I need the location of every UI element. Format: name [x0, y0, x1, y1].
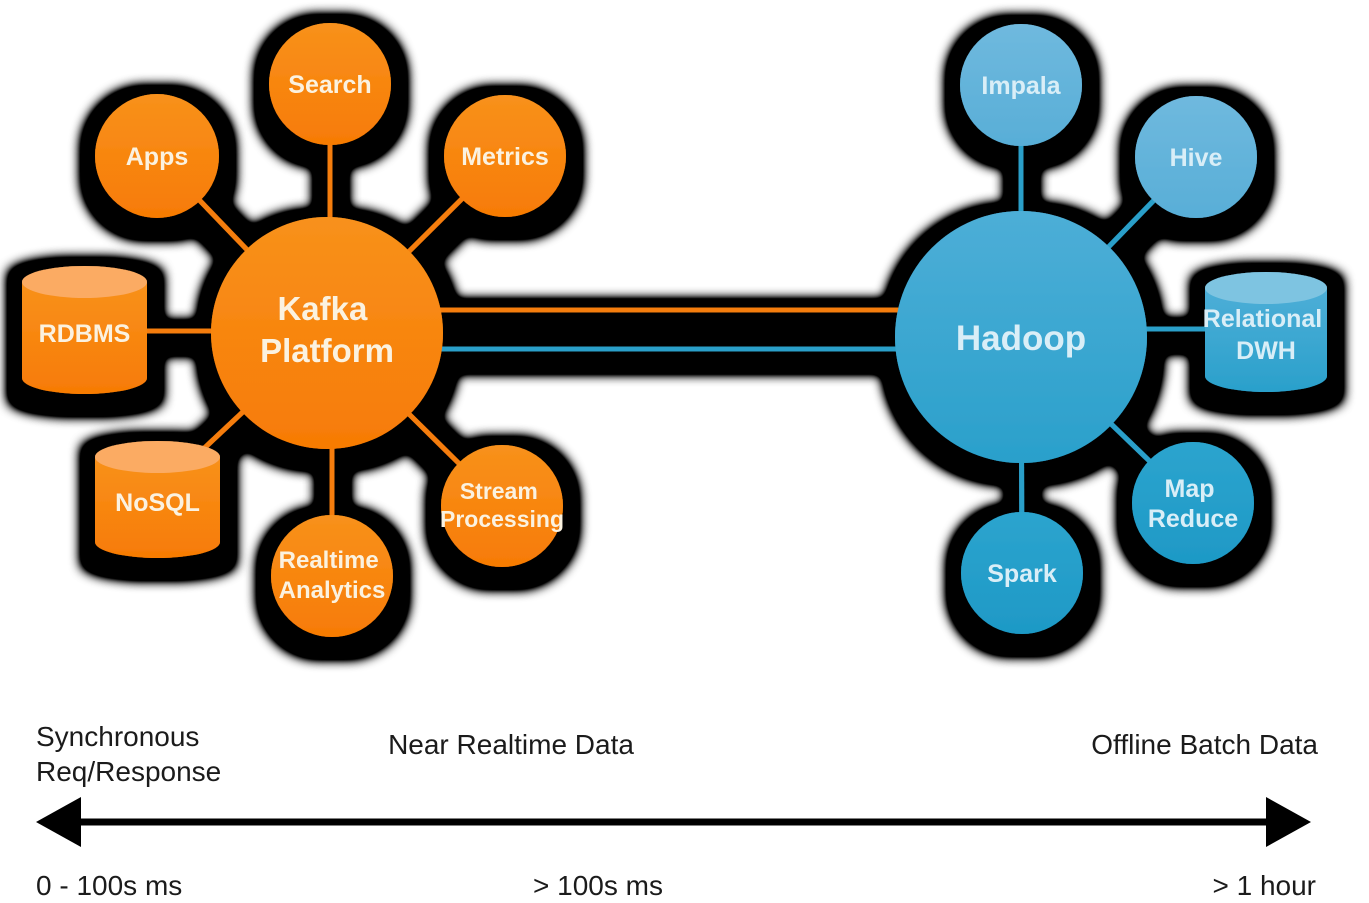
kafka-platform-label: Kafka Platform [260, 290, 394, 369]
node-map-reduce-circle [1132, 442, 1254, 564]
node-kafka-platform-circle [211, 217, 443, 449]
axis-right-label: Offline Batch Data [1091, 729, 1318, 760]
node-rdbms-cylinder-body [22, 282, 147, 394]
node-impala-circle [960, 24, 1082, 146]
node-metrics-circle [444, 95, 566, 217]
search-label: Search [288, 71, 371, 99]
rdbms-label: RDBMS [39, 320, 131, 348]
node-nosql-cylinder-top [95, 441, 220, 473]
relational-dwh-label: Relational DWH [1203, 305, 1329, 365]
node-stream-processing-circle [441, 445, 563, 567]
axis-arrowhead-left [36, 797, 81, 847]
axis-left-time: 0 - 100s ms [36, 870, 182, 901]
axis-mid-time: > 100s ms [533, 870, 663, 901]
node-hive-circle [1135, 96, 1257, 218]
stream-processing-label: Stream Processing [440, 478, 564, 532]
node-search-circle [269, 23, 391, 145]
node-hadoop-circle [895, 211, 1147, 463]
realtime-analytics-label: Realtime Analytics [279, 547, 386, 604]
node-spark-circle [961, 512, 1083, 634]
node-relational-dwh-cylinder-body [1205, 288, 1327, 392]
axis-arrowhead-right [1266, 797, 1311, 847]
apps-label: Apps [126, 143, 189, 171]
map-reduce-label: Map Reduce [1148, 475, 1238, 533]
hive-label: Hive [1170, 144, 1223, 172]
node-rdbms-cylinder-top [22, 266, 147, 298]
diagram-labels: Kafka Platform Hadoop Apps Search Metric… [39, 71, 1329, 604]
latency-axis: Synchronous Req/Response Near Realtime D… [36, 721, 1318, 901]
node-relational-dwh-cylinder-top [1205, 272, 1327, 304]
metrics-label: Metrics [461, 143, 549, 171]
hadoop-label: Hadoop [956, 319, 1086, 358]
axis-mid-label: Near Realtime Data [388, 729, 634, 760]
axis-left-label: Synchronous Req/Response [36, 721, 221, 787]
nosql-label: NoSQL [115, 489, 200, 517]
node-nosql-cylinder-body [95, 457, 221, 558]
node-realtime-analytics-circle [271, 515, 393, 637]
spark-label: Spark [987, 560, 1057, 588]
impala-label: Impala [981, 72, 1061, 100]
axis-right-time: > 1 hour [1212, 870, 1316, 901]
diagram-shapes [22, 23, 1327, 637]
node-apps-circle [95, 94, 219, 218]
